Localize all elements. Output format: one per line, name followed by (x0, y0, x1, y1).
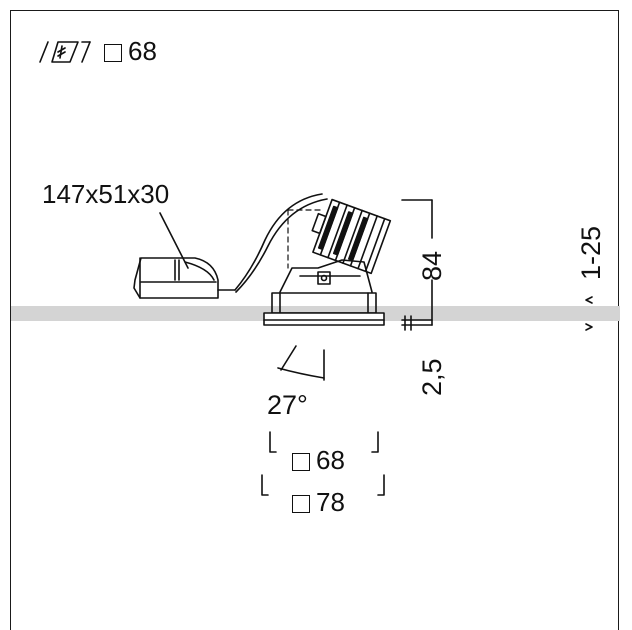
cutout-outer-label: 78 (292, 489, 345, 515)
ceiling-thickness-label: 1-25 (576, 225, 606, 280)
driver-dimensions: 147x51x30 (42, 179, 170, 209)
cutout-outer-size: 78 (316, 487, 345, 517)
cutout-inner-size: 68 (316, 445, 345, 475)
header-cutout-size: 68 (128, 36, 157, 66)
cutout-inner-label: 68 (292, 447, 345, 473)
driver-leader-line (159, 212, 189, 269)
lamp-head (311, 198, 392, 275)
fixture-yoke (279, 259, 373, 293)
height-dimension (401, 199, 433, 331)
driver-box (133, 257, 236, 299)
square-cutout-icon (292, 495, 310, 513)
header-cutout-label: 68 (104, 38, 157, 64)
tilt-envelope (287, 209, 325, 269)
cable-to-head (234, 193, 323, 291)
square-cutout-icon (104, 44, 122, 62)
trim-thickness-label: 2,5 (417, 358, 447, 396)
fixture-housing (263, 292, 385, 326)
cutout-icon (39, 41, 91, 63)
cutout-bracket-inner (269, 431, 379, 453)
tilt-angle-indicator (277, 345, 325, 381)
fixture-height-label: 84 (417, 250, 447, 281)
cutout-bracket-outer (261, 474, 385, 496)
ceiling-thickness-arrows (585, 296, 593, 331)
square-cutout-icon (292, 453, 310, 471)
cable-to-head-2 (235, 198, 328, 293)
tilt-angle-label: 27° (267, 390, 308, 420)
